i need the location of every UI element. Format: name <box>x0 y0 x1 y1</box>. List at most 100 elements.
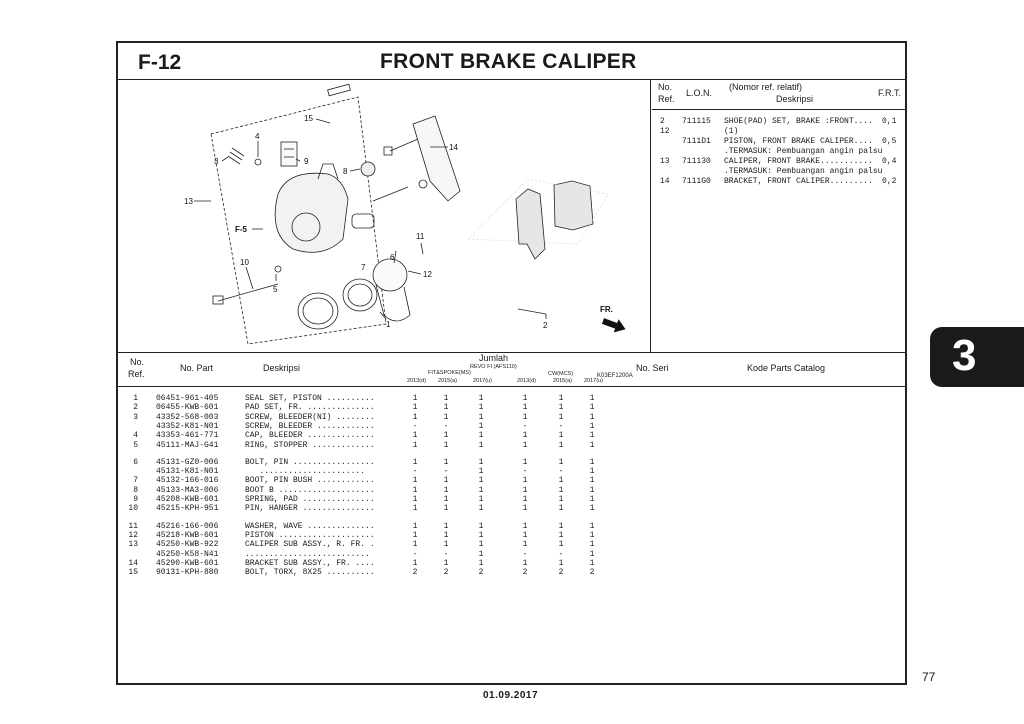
quantity-cell: 1 <box>412 485 418 495</box>
quantity-cell: 1 <box>443 394 449 403</box>
quantity-cell: 1 <box>558 530 564 540</box>
quantity-cell: 1 <box>412 558 418 568</box>
frt-desc: SHOE(PAD) SET, BRAKE :FRONT.... <box>724 117 873 126</box>
part-no: 7 <box>133 476 138 486</box>
quantity-cell: 1 <box>443 530 449 540</box>
quantity-cell: 1 <box>522 521 528 531</box>
part-no: 10 <box>128 504 138 514</box>
part-desc: PIN, HANGER ............... <box>245 504 375 514</box>
quantity-cell: 1 <box>412 394 418 403</box>
parts-ref-header: Ref. <box>128 369 145 379</box>
quantity-cell: 2 <box>443 568 449 578</box>
frt-frt: 0,4 <box>882 157 897 166</box>
quantity-cell: 1 <box>558 495 564 504</box>
quantity-cell: 1 <box>589 530 595 540</box>
quantity-cell: 1 <box>558 403 564 413</box>
jumlah-header: Jumlah <box>479 353 509 363</box>
part-desc: BOLT, PIN ................. <box>245 457 375 467</box>
page-header: F-12 FRONT BRAKE CALIPER <box>118 43 905 80</box>
lon-header: L.O.N. <box>686 88 713 98</box>
ref-no-header: No. <box>658 82 673 92</box>
quantity-cell: 1 <box>589 549 595 559</box>
quantity-cell: 1 <box>558 558 564 568</box>
quantity-cell: 1 <box>522 457 528 467</box>
quantity-cell: 1 <box>558 485 564 495</box>
quantity-cell: 1 <box>478 549 484 559</box>
quantity-cell: 2 <box>478 568 484 578</box>
quantity-cell: 1 <box>589 485 595 495</box>
quantity-cell: 1 <box>443 521 449 531</box>
quantity-cell: 1 <box>558 521 564 531</box>
quantity-cell: 1 <box>522 540 528 550</box>
frt-table-header: No. Ref. L.O.N. (Nomor ref. relatif) Des… <box>652 79 905 110</box>
frt-frt: 0,2 <box>882 177 897 186</box>
model-header: REVO FI (AFS110) <box>470 364 517 370</box>
table-row: 45250-K58-N41..........................-… <box>118 550 738 559</box>
year-4: 2013(d) <box>517 378 536 384</box>
quantity-cell: 1 <box>478 403 484 413</box>
frt-row: 12(1) <box>652 126 905 137</box>
frt-no: 13 <box>660 157 670 166</box>
part-part: 45215-KPH-951 <box>156 504 219 514</box>
parts-table-header: No. Ref. No. Part Deskripsi Jumlah REVO … <box>118 352 905 387</box>
catalog-frame: F-12 FRONT BRAKE CALIPER <box>116 41 907 685</box>
frt-desc: .TERMASUK: Pembuangan angin palsu <box>724 147 883 156</box>
frt-no: 14 <box>660 177 670 186</box>
frt-header: F.R.T. <box>878 88 902 98</box>
callout-8: 8 <box>343 167 348 176</box>
frt-row: .TERMASUK: Pembuangan angin palsu <box>652 166 905 177</box>
quantity-cell: 1 <box>589 394 595 403</box>
quantity-cell: 1 <box>589 495 595 504</box>
footer-date: 01.09.2017 <box>483 690 539 701</box>
part-no: 3 <box>133 412 138 422</box>
quantity-cell: 1 <box>589 476 595 486</box>
frt-desc: BRACKET, FRONT CALIPER......... <box>724 177 873 186</box>
part-desc: PISTON .................... <box>245 530 375 540</box>
callout-6: 6 <box>390 253 395 262</box>
frt-reference-panel: No. Ref. L.O.N. (Nomor ref. relatif) Des… <box>652 79 905 352</box>
quantity-cell: 1 <box>589 521 595 531</box>
part-desc: SCREW, BLEEDER ............ <box>245 421 375 431</box>
quantity-cell: 1 <box>522 403 528 413</box>
frt-desc: PISTON, FRONT BRAKE CALIPER.... <box>724 137 873 146</box>
frt-lon: 711130 <box>682 157 711 166</box>
quantity-cell: - <box>558 421 564 431</box>
table-row: 45131-K81-N01 ......................--1-… <box>118 467 738 476</box>
part-no: 11 <box>128 521 138 531</box>
quantity-cell: 1 <box>478 440 484 450</box>
quantity-cell: 1 <box>412 457 418 467</box>
quantity-cell: 1 <box>522 530 528 540</box>
part-part: 45133-MA3-006 <box>156 485 219 495</box>
part-desc: BOOT B .................... <box>245 485 375 495</box>
quantity-cell: 1 <box>478 558 484 568</box>
quantity-cell: 1 <box>558 412 564 422</box>
frt-no: 2 <box>660 117 665 126</box>
part-part: 45250-KWB-922 <box>156 540 219 550</box>
part-desc: CAP, BLEEDER .............. <box>245 431 375 441</box>
quantity-cell: 1 <box>478 521 484 531</box>
quantity-cell: 1 <box>412 530 418 540</box>
quantity-cell: 1 <box>558 504 564 514</box>
frt-frt: 0,1 <box>882 117 897 126</box>
part-part: 45111-MAJ-G41 <box>156 440 219 450</box>
frt-lon: 7111D1 <box>682 137 711 146</box>
frt-frt: 0,5 <box>882 137 897 146</box>
quantity-cell: 1 <box>443 495 449 504</box>
quantity-cell: 1 <box>478 495 484 504</box>
part-no: 4 <box>133 431 138 441</box>
quantity-cell: - <box>522 421 528 431</box>
quantity-cell: 1 <box>558 457 564 467</box>
quantity-cell: 1 <box>589 558 595 568</box>
group2-header: CW(MCS) <box>548 371 574 377</box>
quantity-cell: 2 <box>522 568 528 578</box>
nomor-header: (Nomor ref. relatif) <box>729 82 803 92</box>
quantity-cell: 1 <box>478 394 484 403</box>
